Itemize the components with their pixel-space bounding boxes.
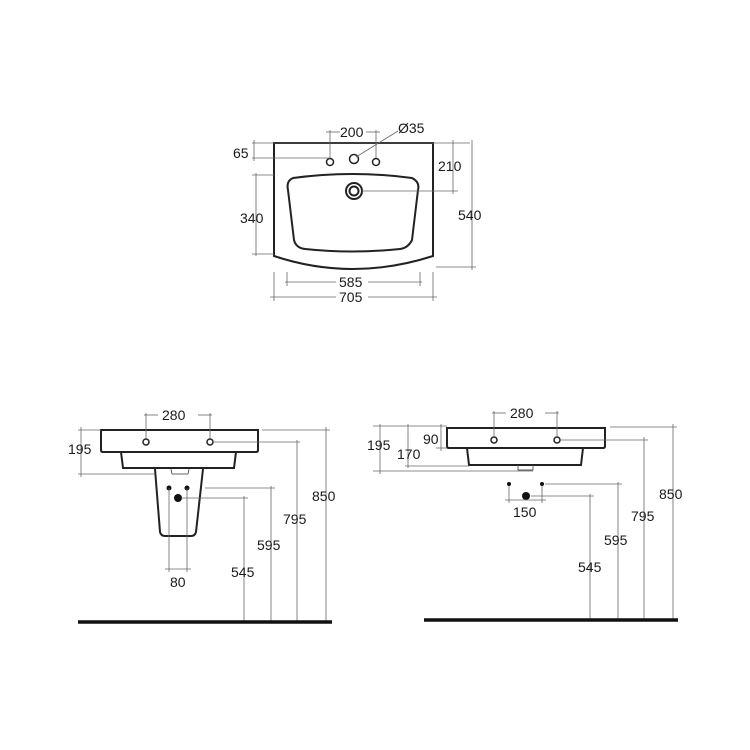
waste-inner: [348, 185, 360, 197]
dim-585: 585: [339, 274, 363, 290]
front-view-pedestal: 280 195 80 545 595 795 850: [68, 407, 336, 624]
tap-hole: [490, 436, 498, 444]
basin-front: [446, 427, 606, 449]
dim-595: 595: [604, 532, 628, 548]
dim-80: 80: [170, 574, 186, 590]
dim-795: 795: [283, 511, 307, 527]
dim-65: 65: [233, 145, 249, 161]
dim-545: 545: [231, 564, 255, 580]
tap-hole: [553, 436, 561, 444]
bowl-outline: [286, 173, 420, 253]
dim-705: 705: [339, 289, 363, 305]
waste-outlet: [517, 465, 534, 471]
dim-795: 795: [631, 508, 655, 524]
basin-underside: [466, 447, 584, 466]
dim-850: 850: [659, 486, 683, 502]
dim-170: 170: [397, 446, 421, 462]
dim-150: 150: [513, 504, 537, 520]
dim-340: 340: [240, 210, 264, 226]
tap-hole: [142, 438, 150, 446]
waste-outer: [345, 182, 363, 200]
dim-195: 195: [367, 437, 391, 453]
dim-850: 850: [312, 488, 336, 504]
dim-545: 545: [578, 559, 602, 575]
dim-280: 280: [162, 407, 186, 423]
pedestal: [154, 468, 204, 537]
dim-595: 595: [257, 537, 281, 553]
basin-outline: [273, 142, 434, 270]
tap-hole-left: [325, 157, 335, 167]
dim-195: 195: [68, 441, 92, 457]
dim-540: 540: [458, 207, 482, 223]
dim-diameter-35: Ø35: [398, 120, 425, 136]
dim-200: 200: [340, 124, 364, 140]
dim-280: 280: [510, 405, 534, 421]
tap-hole-right: [371, 157, 381, 167]
dim-210: 210: [438, 158, 462, 174]
basin-front: [100, 429, 259, 453]
top-view: 200 Ø35 65 340 210 540 585 705: [233, 120, 482, 305]
basin-underside: [120, 451, 237, 469]
dim-90: 90: [423, 431, 439, 447]
front-view-wall-hung: 280 195 170 90 150 545 595 795 850: [367, 405, 683, 622]
